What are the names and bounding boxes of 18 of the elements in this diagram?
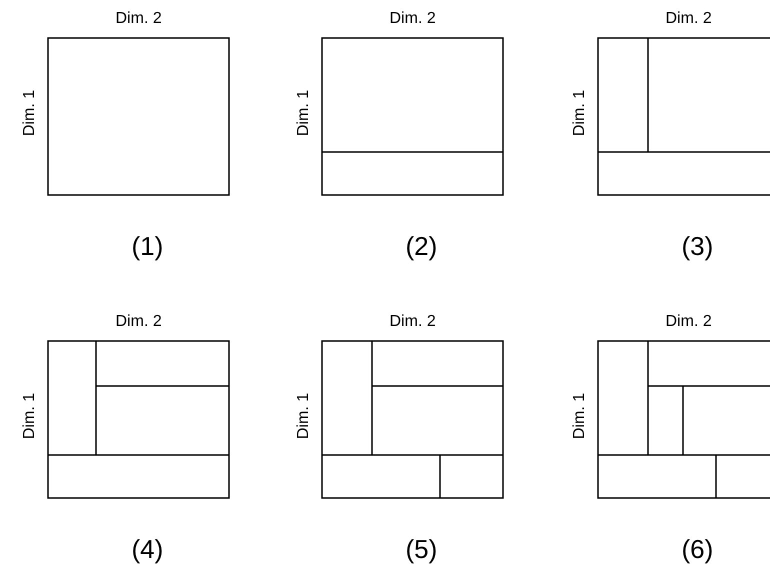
panel-number: (3) — [682, 233, 714, 259]
panel-number: (5) — [406, 536, 438, 562]
axis-label: Dim. 1 — [22, 392, 38, 439]
axis-label: Dim. 1 — [572, 89, 588, 136]
axis-label: Dim. 2 — [666, 314, 712, 330]
panel-number: (6) — [682, 536, 714, 562]
axis-label: Dim. 2 — [116, 314, 162, 330]
axis-label: Dim. 2 — [666, 11, 712, 27]
axis-label: Dim. 2 — [390, 11, 436, 27]
axis-label: Dim. 1 — [572, 392, 588, 439]
panel-number: (1) — [132, 233, 164, 259]
axis-label: Dim. 2 — [116, 11, 162, 27]
axis-label: Dim. 2 — [390, 314, 436, 330]
panel-number: (4) — [132, 536, 164, 562]
axis-label: Dim. 1 — [296, 392, 312, 439]
axis-label: Dim. 1 — [296, 89, 312, 136]
axis-label: Dim. 1 — [22, 89, 38, 136]
panel-number: (2) — [406, 233, 438, 259]
